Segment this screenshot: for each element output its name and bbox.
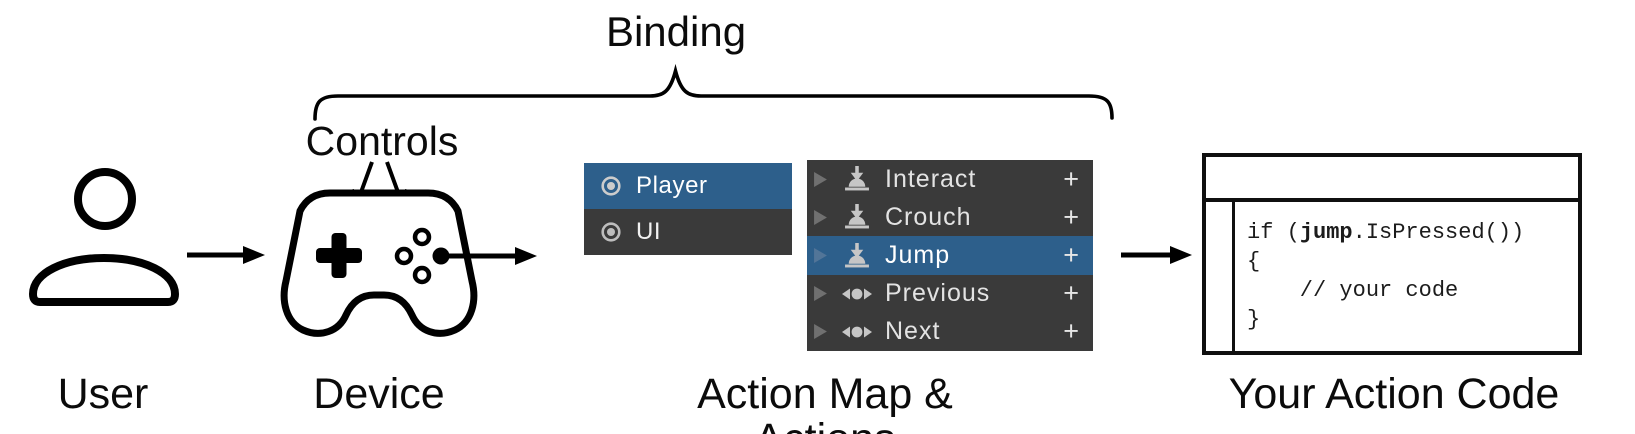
- code-line-4: }: [1247, 307, 1261, 332]
- dpad-icon: [316, 233, 362, 278]
- action-item-jump[interactable]: Jump +: [807, 236, 1093, 275]
- action-item-label: Next: [885, 317, 941, 346]
- code-editor-window: if (jump.IsPressed()) { // your code }: [1202, 153, 1582, 355]
- action-map-item-label: UI: [636, 218, 662, 245]
- add-binding-button[interactable]: +: [1063, 201, 1079, 232]
- code-line-3: // your code: [1247, 278, 1459, 303]
- action-map-item-ui[interactable]: UI: [584, 209, 792, 255]
- button-action-icon: [845, 242, 869, 267]
- code-gutter-line: [1232, 202, 1235, 351]
- action-item-label: Interact: [885, 164, 977, 193]
- expand-arrow-icon[interactable]: [814, 248, 827, 263]
- action-maps-panel: Player UI: [584, 163, 792, 255]
- action-item-crouch[interactable]: Crouch +: [807, 198, 1093, 237]
- action-map-item-player[interactable]: Player: [584, 163, 792, 209]
- action-item-label: Crouch: [885, 202, 972, 231]
- code-window-titlebar: [1206, 157, 1578, 202]
- add-binding-button[interactable]: +: [1063, 163, 1079, 194]
- arrow-user-to-device: [187, 246, 265, 264]
- binding-label: Binding: [605, 8, 747, 55]
- binding-brace: [313, 63, 1114, 121]
- code-line-1: if (jump.IsPressed()): [1247, 220, 1525, 245]
- code-window-body: if (jump.IsPressed()) { // your code }: [1206, 202, 1578, 351]
- button-action-icon: [845, 204, 869, 229]
- action-item-label: Previous: [885, 279, 991, 308]
- expand-arrow-icon[interactable]: [814, 171, 827, 187]
- code-text: if (jump.IsPressed()) { // your code }: [1247, 218, 1524, 334]
- user-label: User: [57, 370, 149, 418]
- action-item-label: Jump: [885, 241, 951, 269]
- expand-arrow-icon[interactable]: [814, 209, 827, 225]
- controls-label: Controls: [305, 118, 459, 164]
- expand-arrow-icon[interactable]: [814, 286, 827, 302]
- actions-panel: Interact + Crouch + Jump +: [807, 160, 1093, 352]
- button-action-icon: [845, 166, 869, 191]
- arrow-actions-to-code: [1121, 246, 1192, 264]
- gamepad-icon: [280, 189, 478, 337]
- arrow-device-to-actionmap: [445, 247, 537, 265]
- code-var-jump: jump: [1299, 220, 1353, 245]
- composite-action-icon: [842, 326, 872, 338]
- add-binding-button[interactable]: +: [1063, 240, 1079, 270]
- user-icon: [29, 168, 179, 306]
- action-map-icon: [601, 176, 621, 196]
- face-buttons-icon: [394, 227, 450, 285]
- composite-action-icon: [842, 288, 872, 300]
- action-item-interact[interactable]: Interact +: [807, 160, 1093, 199]
- action-item-previous[interactable]: Previous +: [807, 274, 1093, 313]
- action-item-next[interactable]: Next +: [807, 312, 1093, 352]
- action-map-label: Action Map & Actions: [697, 370, 953, 434]
- add-binding-button[interactable]: +: [1063, 278, 1079, 309]
- action-map-icon: [601, 222, 621, 242]
- expand-arrow-icon[interactable]: [814, 324, 827, 340]
- action-code-label: Your Action Code: [1228, 370, 1560, 418]
- add-binding-button[interactable]: +: [1063, 316, 1079, 347]
- action-map-item-label: Player: [636, 172, 708, 199]
- device-label: Device: [313, 370, 445, 418]
- code-line-2: {: [1247, 249, 1261, 274]
